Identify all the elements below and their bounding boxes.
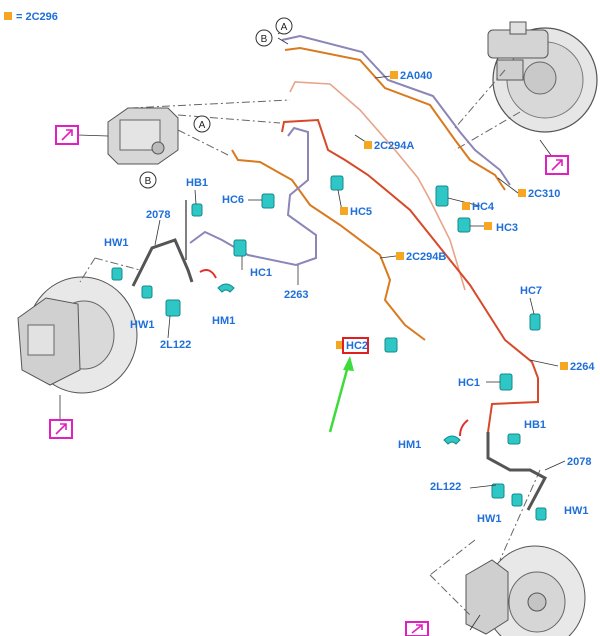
washer-HW1-left-bottom (141, 285, 153, 299)
clips (111, 175, 547, 521)
label-HC1-right[interactable]: HC1 (458, 377, 480, 389)
clip-HB1-right (507, 433, 521, 445)
legend-label: = 2C296 (16, 11, 58, 23)
pipe-2A040-orange (284, 46, 506, 191)
brake-booster (487, 21, 598, 133)
label-HC4[interactable]: HC4 (472, 201, 495, 213)
abs-module (107, 107, 179, 165)
bolt-2L122-left (165, 299, 181, 317)
external-link-icon (551, 159, 563, 171)
external-link-icon (411, 624, 423, 634)
callout-A-abs-circle (193, 115, 211, 133)
clip-HM1-right (443, 435, 461, 445)
link-box-left-brake[interactable] (49, 419, 73, 439)
label-HC1-left[interactable]: HC1 (250, 267, 272, 279)
label-HC6[interactable]: HC6 (222, 194, 244, 206)
left-brake-assembly (17, 276, 138, 394)
legend-swatch (4, 12, 12, 20)
washer-HW1-right-left (511, 493, 523, 507)
hose-2078-left (131, 238, 194, 287)
clip-HM1-left (217, 283, 235, 293)
label-HM1-right[interactable]: HM1 (398, 439, 421, 451)
clip-HC7 (529, 313, 541, 331)
callout-B-top: B (261, 34, 268, 45)
pipe-2A040-purple (281, 34, 511, 186)
red-arrow-left (199, 269, 217, 279)
green-pointer-arrow (328, 356, 354, 433)
link-box-right-brake[interactable] (405, 621, 429, 636)
callout-A-top-circle (275, 17, 293, 35)
label-HW1-left-top[interactable]: HW1 (104, 237, 128, 249)
label-HC3[interactable]: HC3 (496, 222, 518, 234)
label-2263[interactable]: 2263 (284, 289, 308, 301)
pipe-2C294A (289, 81, 466, 291)
clip-HC4 (435, 185, 449, 207)
clip-HC6 (261, 193, 275, 209)
callout-circles: A B A B (139, 17, 293, 189)
callout-B-abs: B (145, 176, 152, 187)
part-labels: 2A040 2C294A 2C310 2C294B 2264 2263 2078… (104, 70, 595, 525)
red-arrow-right (459, 419, 469, 437)
label-HB1-left[interactable]: HB1 (186, 177, 208, 189)
pipe-2264 (281, 118, 539, 433)
bolt-2L122-right (491, 483, 505, 499)
label-2264[interactable]: 2264 (570, 361, 595, 373)
label-HW1-left-bottom[interactable]: HW1 (130, 319, 154, 331)
external-link-icon (61, 129, 73, 141)
clip-HC1-left (233, 239, 247, 257)
washer-HW1-right-right (535, 507, 547, 521)
label-2L122-right[interactable]: 2L122 (430, 481, 461, 493)
callout-A-top: A (281, 22, 288, 33)
pipe-2C294B (231, 149, 426, 341)
hc2-highlight-box (342, 337, 369, 354)
label-2C294B[interactable]: 2C294B (406, 251, 446, 263)
label-HB1-right[interactable]: HB1 (524, 419, 546, 431)
label-HW1-right-right[interactable]: HW1 (564, 505, 588, 517)
link-box-abs[interactable] (55, 125, 79, 145)
right-brake-assembly (465, 545, 586, 636)
callout-B-top-circle (255, 29, 273, 47)
label-HW1-right-left[interactable]: HW1 (477, 513, 501, 525)
label-2078-left[interactable]: 2078 (146, 209, 170, 221)
part-markers (336, 71, 568, 370)
reference-lines (79, 69, 541, 616)
label-2A040[interactable]: 2A040 (400, 70, 432, 82)
label-2C310[interactable]: 2C310 (528, 188, 560, 200)
label-2C294A[interactable]: 2C294A (374, 140, 414, 152)
label-HM1-left[interactable]: HM1 (212, 315, 235, 327)
washer-HW1-left-top (111, 267, 123, 281)
external-link-icon (55, 423, 67, 435)
clip-HC1-right (499, 373, 513, 391)
label-HC7[interactable]: HC7 (520, 285, 542, 297)
label-2078-right[interactable]: 2078 (567, 456, 591, 468)
link-box-booster[interactable] (545, 155, 569, 175)
label-HC5[interactable]: HC5 (350, 206, 372, 218)
clip-HC5 (330, 175, 344, 191)
pipe-2263 (189, 126, 317, 267)
clip-HC3 (457, 217, 471, 233)
label-HC2[interactable]: HC2 (346, 340, 368, 352)
callout-A-abs: A (199, 120, 206, 131)
clip-HB1-left (191, 203, 203, 217)
hose-2078-right (486, 432, 548, 511)
label-2L122-left[interactable]: 2L122 (160, 339, 191, 351)
callout-B-abs-circle (139, 171, 157, 189)
clip-HC2 (384, 337, 398, 353)
